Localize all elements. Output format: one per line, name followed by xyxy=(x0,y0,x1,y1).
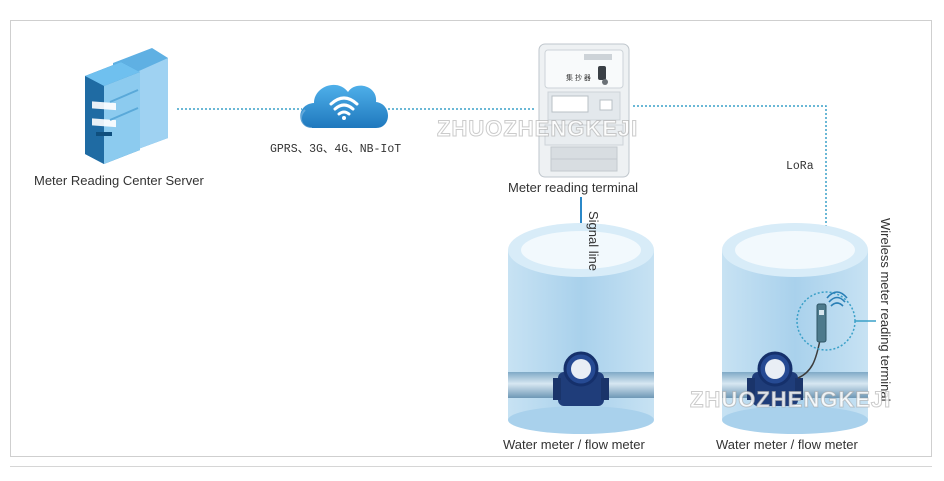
left-water-meter xyxy=(553,351,609,406)
lora-label: LoRa xyxy=(786,160,814,173)
watermark-top: ZHUOZHENGKEJI xyxy=(436,116,639,142)
right-water-meter xyxy=(747,339,821,406)
server-label: Meter Reading Center Server xyxy=(34,173,204,188)
server-icon xyxy=(85,48,168,164)
meter-left-label: Water meter / flow meter xyxy=(503,437,645,452)
meter-right-label: Water meter / flow meter xyxy=(716,437,858,452)
wireless-terminal-device xyxy=(796,291,876,351)
signal-line-label: Signal line xyxy=(586,211,601,271)
meter-terminal-device xyxy=(538,43,630,178)
network-label: GPRS、3G、4G、NB-IoT xyxy=(270,143,402,156)
terminal-screen-text: 集 抄 器 xyxy=(566,75,591,82)
wifi-icon xyxy=(329,96,359,120)
bottom-divider xyxy=(10,466,932,467)
signal-waves-icon xyxy=(826,291,848,307)
watermark-bottom: ZHUOZHENGKEJI xyxy=(689,387,892,413)
wireless-terminal-label: Wireless meter reading terminal xyxy=(878,218,893,402)
terminal-label: Meter reading terminal xyxy=(508,180,639,195)
